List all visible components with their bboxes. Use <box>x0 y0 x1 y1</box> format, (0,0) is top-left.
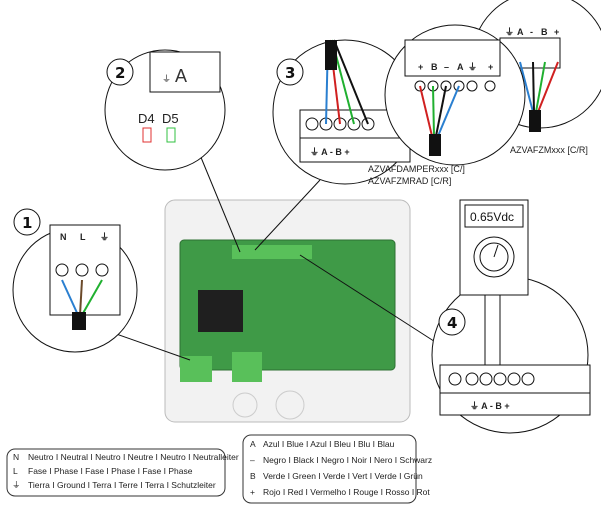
svg-text:⏚: ⏚ <box>12 480 21 490</box>
callout-1-power-terminals: N L ⏚ 1 <box>12 208 138 353</box>
svg-text:⏚ A - B +: ⏚ A - B + <box>310 147 350 157</box>
svg-text:Azul I Blue I Azul I Bleu I Bl: Azul I Blue I Azul I Bleu I Blu I Blau <box>263 439 395 449</box>
svg-text:D5: D5 <box>162 111 179 126</box>
svg-text:B: B <box>541 27 548 37</box>
svg-text:A: A <box>250 439 256 449</box>
svg-text:L: L <box>13 466 18 476</box>
svg-text:4: 4 <box>447 314 457 332</box>
svg-text:⏚ A - B +: ⏚ A - B + <box>470 401 510 411</box>
legend-power: N Neutro I Neutral I Neutro I Neutre I N… <box>6 448 239 497</box>
svg-text:+: + <box>554 27 559 37</box>
svg-text:⏚: ⏚ <box>162 74 171 84</box>
svg-text:1: 1 <box>22 214 32 232</box>
svg-text:+: + <box>418 62 423 72</box>
svg-text:⏚: ⏚ <box>505 27 514 37</box>
svg-text:–: – <box>444 62 449 72</box>
svg-text:+: + <box>250 487 255 497</box>
svg-text:AZVAFDAMPERxxx [C/]: AZVAFDAMPERxxx [C/] <box>368 164 465 174</box>
svg-text:N: N <box>13 452 19 462</box>
svg-text:⏚: ⏚ <box>100 232 109 242</box>
svg-text:Fase I Phase I Fase I Phase I: Fase I Phase I Fase I Phase I Fase I Pha… <box>28 466 193 476</box>
control-board-enclosure <box>164 199 411 423</box>
svg-text:⏚: ⏚ <box>468 62 477 72</box>
svg-text:B: B <box>250 471 256 481</box>
svg-text:AZVAFZMxxx [C/R]: AZVAFZMxxx [C/R] <box>510 145 588 155</box>
callout-3-bus-terminals: ⏚ A - B + 3 <box>272 39 418 185</box>
leader-lines <box>104 154 441 361</box>
svg-text:-: - <box>530 27 533 37</box>
svg-text:Tierra I Ground I Terra I Terr: Tierra I Ground I Terra I Terre I Terra … <box>28 480 216 490</box>
svg-text:N: N <box>60 232 67 242</box>
callout-4-voltage-measurement: 0.65Vdc ⏚ A - B + 4 <box>431 199 591 434</box>
svg-text:A: A <box>457 62 464 72</box>
svg-text:+: + <box>488 62 493 72</box>
svg-text:0.65Vdc: 0.65Vdc <box>470 210 514 224</box>
svg-text:D4: D4 <box>138 111 155 126</box>
damper-terminals-callout: + B – A ⏚ + AZVAFDAMPERxxx [C/] AZVAFZMR… <box>368 24 526 186</box>
svg-text:A: A <box>175 66 187 86</box>
svg-text:B: B <box>431 62 438 72</box>
svg-text:2: 2 <box>115 64 125 82</box>
svg-text:–: – <box>250 455 255 465</box>
svg-text:3: 3 <box>285 64 295 82</box>
svg-text:AZVAFZMRAD [C/R]: AZVAFZMRAD [C/R] <box>368 176 451 186</box>
svg-text:L: L <box>80 232 86 242</box>
svg-text:Rojo I Red I Vermelho I Rouge: Rojo I Red I Vermelho I Rouge I Rosso I … <box>263 487 430 497</box>
callout-2-leds: A ⏚ D4 D5 2 <box>104 49 226 171</box>
legend-wire-colors: A Azul I Blue I Azul I Bleu I Blu I Blau… <box>242 434 432 504</box>
svg-text:Verde I Green I Verde I Vert I: Verde I Green I Verde I Vert I Verde I G… <box>263 471 423 481</box>
svg-text:Negro I Black I Negro I Noir I: Negro I Black I Negro I Noir I Nero I Sc… <box>263 455 432 465</box>
svg-text:Neutro I Neutral I Neutro I Ne: Neutro I Neutral I Neutro I Neutre I Neu… <box>28 452 239 462</box>
svg-text:A: A <box>517 27 524 37</box>
